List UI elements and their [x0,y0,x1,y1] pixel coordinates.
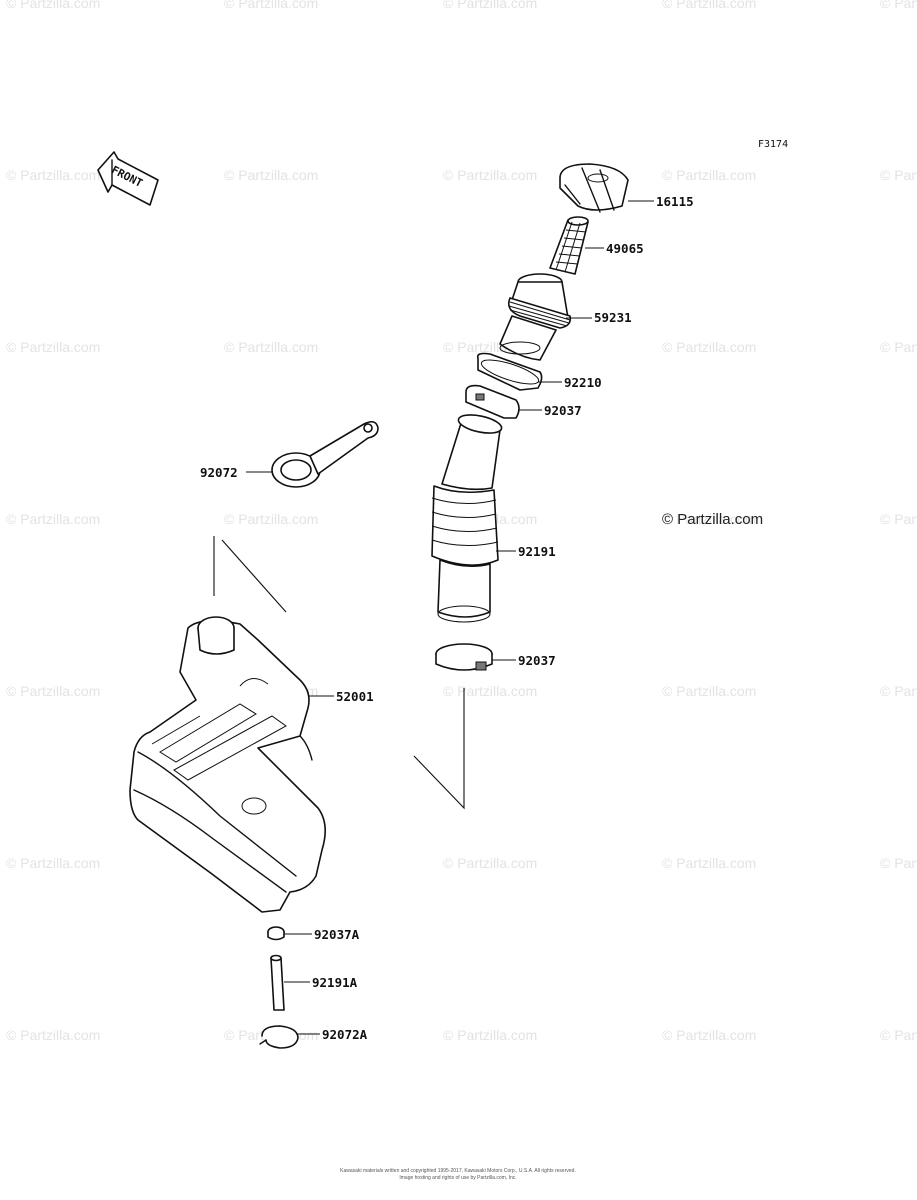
watermark-text: © Partzilla.com [662,167,756,183]
assembly-guide-lines [213,536,465,810]
watermark-text: © Partzilla.com [880,339,917,355]
watermark-text: © Partzilla.com [662,339,756,355]
part-92037A-small-clamp[interactable] [267,926,285,941]
part-52001-fuel-tank[interactable] [129,616,326,913]
label-92072A[interactable]: 92072A [322,1027,368,1042]
watermark-text: © Partzilla.com [6,167,100,183]
watermark-text: © Partzilla.com [224,167,318,183]
label-59231[interactable]: 59231 [594,310,632,325]
label-92037-upper[interactable]: 92037 [544,403,582,418]
watermark-text: © Partzilla.com [880,167,917,183]
partzilla-copyright: © Partzilla.com [662,511,763,528]
label-92191[interactable]: 92191 [518,544,556,559]
watermark-text: © Partzilla.com [6,683,100,699]
watermark-text: © Partzilla.com [443,1027,537,1043]
label-92037A[interactable]: 92037A [314,927,360,942]
watermark-text: © Partzilla.com [443,683,537,699]
part-16115-fuel-cap[interactable] [559,163,629,213]
watermark-text: © Partzilla.com [224,0,318,11]
label-92191A[interactable]: 92191A [312,975,358,990]
part-92037-upper-clamp[interactable] [465,384,520,419]
watermark-text: © Partzilla.com [662,1027,756,1043]
watermark-text: © Partzilla.com [443,855,537,871]
watermark-text: © Partzilla.com [6,855,100,871]
watermark-text: © Partzilla.com [443,167,537,183]
label-92037-lower[interactable]: 92037 [518,653,556,668]
watermark-text: © Partzilla.com [880,0,917,11]
watermark-text: © Partzilla.com [6,1027,100,1043]
watermark-text: © Partzilla.com [443,0,537,11]
watermark-text: © Partzilla.com [6,511,100,527]
label-92210[interactable]: 92210 [564,375,602,390]
watermark-text: © Partzilla.com [880,855,917,871]
watermark-text: © Partzilla.com [6,0,100,11]
watermark-text: © Partzilla.com [662,683,756,699]
watermark-text: © Partzilla.com [224,339,318,355]
front-direction-arrow-icon: FRONT [97,151,159,206]
part-92072-gasket[interactable] [271,420,379,488]
label-49065[interactable]: 49065 [606,241,644,256]
watermark-text: © Partzilla.com [662,855,756,871]
part-92037-lower-clamp[interactable] [435,643,493,671]
footer-copyright-line-2: Image hosting and rights of use by Partz… [399,1175,516,1181]
watermark-text: © Partzilla.com [880,511,917,527]
part-49065-strainer[interactable] [549,216,589,275]
watermark-text: © Partzilla.com [224,511,318,527]
watermark-text: © Partzilla.com [6,339,100,355]
part-92191-flex-hose[interactable] [431,412,503,623]
watermark-text: © Partzilla.com [662,511,756,527]
part-labels: 16115 49065 59231 92210 92037 92072 9219… [200,194,694,1042]
diagram-reference: F3174 [758,139,788,150]
watermark-text: © Partzilla.com [662,0,756,11]
part-92191A-small-tube[interactable] [270,954,285,1011]
leader-lines [246,200,654,1035]
part-92210-ring[interactable] [476,352,543,391]
label-16115[interactable]: 16115 [656,194,694,209]
part-92072A-band-clip[interactable] [259,1025,299,1049]
watermark-text: © Partzilla.com [880,683,917,699]
footer-copyright-line-1: Kawasaki materials written and copyright… [340,1168,576,1174]
label-52001[interactable]: 52001 [336,689,374,704]
label-92072[interactable]: 92072 [200,465,238,480]
part-59231-filler-neck[interactable] [499,273,572,361]
watermark-text: © Partzilla.com [880,1027,917,1043]
